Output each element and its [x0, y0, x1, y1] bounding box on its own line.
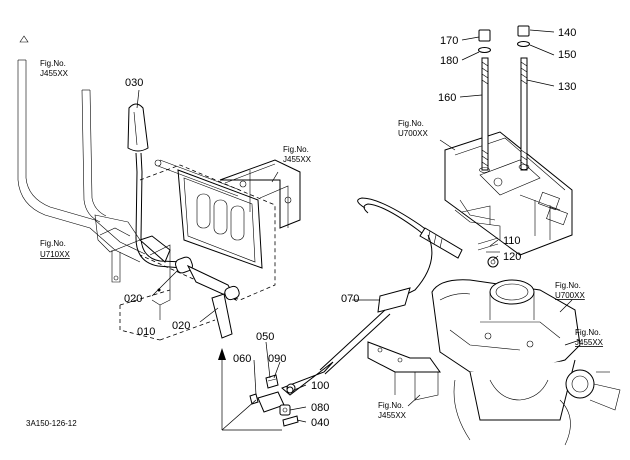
part-number-020-right: 020	[172, 320, 190, 332]
fig-ref-7-number: J455XX	[378, 411, 407, 420]
part-number-140: 140	[558, 27, 576, 39]
part-number-180: 180	[440, 55, 458, 67]
outline-lever-left	[17, 35, 146, 283]
cable-bracket	[367, 341, 441, 401]
fig-ref-5-label: Fig.No.	[555, 281, 581, 290]
transmission-housing	[431, 279, 621, 446]
fig-ref-3-label: Fig.No.	[40, 239, 66, 248]
fig-ref-7-label: Fig.No.	[378, 401, 404, 410]
part-number-050: 050	[256, 331, 274, 343]
part-number-040: 040	[311, 417, 329, 429]
part-number-010: 010	[137, 326, 155, 338]
fig-ref-6-label: Fig.No.	[575, 328, 601, 337]
part-number-170: 170	[440, 35, 458, 47]
control-valve-assembly	[444, 131, 573, 256]
part-number-150: 150	[558, 49, 576, 61]
part-number-160: 160	[438, 92, 456, 104]
fig-ref-3-number: U710XX	[40, 250, 70, 259]
fig-ref-4-label: Fig.No.	[398, 119, 424, 128]
fig-ref-6-number: J455XX	[575, 338, 604, 347]
fig-ref-2-number: J455XX	[283, 155, 312, 164]
shift-gate-bracket	[139, 159, 301, 301]
part-number-090: 090	[268, 353, 286, 365]
leader-lines	[136, 29, 581, 423]
linkage-assembly	[119, 244, 240, 341]
fig-ref-4-number: U700XX	[398, 129, 428, 138]
fig-ref-1-label: Fig.No.	[40, 59, 66, 68]
part-number-020-left: 020	[124, 293, 142, 305]
rod-130	[520, 57, 528, 171]
fig-ref-5-number: U700XX	[555, 291, 585, 300]
shift-lever-030	[127, 103, 185, 269]
nuts-and-washers	[478, 25, 530, 173]
fig-ref-2-label: Fig.No.	[283, 145, 309, 154]
part-number-110: 110	[503, 235, 521, 247]
shift-cable-070	[281, 197, 463, 396]
part-number-080: 080	[311, 402, 329, 414]
part-number-070: 070	[341, 293, 359, 305]
fig-ref-1-number: J455XX	[40, 69, 69, 78]
bolt-110-120	[477, 237, 500, 268]
arrow-up-marker	[19, 35, 29, 43]
rod-160	[481, 57, 489, 171]
part-number-060: 060	[233, 353, 251, 365]
assembly-arrows	[218, 348, 282, 431]
part-number-030: 030	[125, 77, 143, 89]
part-number-130: 130	[558, 81, 576, 93]
diagram-code: 3A150-126-12	[26, 419, 77, 428]
part-number-100: 100	[311, 380, 329, 392]
part-number-120: 120	[503, 251, 521, 263]
clevis-hardware	[249, 374, 299, 427]
